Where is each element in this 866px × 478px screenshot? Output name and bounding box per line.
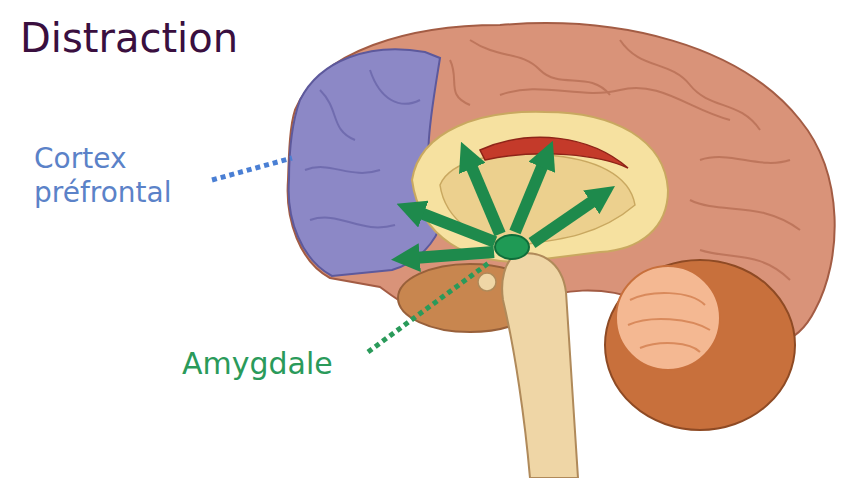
medial-region <box>412 112 668 262</box>
title: Distraction <box>20 14 420 62</box>
leader-line <box>212 158 292 180</box>
prefrontal-gyri <box>305 70 420 227</box>
foliage-lines <box>628 293 710 352</box>
cerebellum-foliage <box>616 266 720 370</box>
amygdala <box>495 235 529 259</box>
cerebellum <box>605 260 795 430</box>
leader-line <box>368 262 490 352</box>
fornix <box>480 137 628 168</box>
pituitary <box>478 273 496 291</box>
region-label: Cortex préfrontal <box>34 142 209 209</box>
projection-arrows <box>414 162 596 258</box>
region-label: Amygdale <box>182 346 372 382</box>
brainstem <box>502 253 578 478</box>
